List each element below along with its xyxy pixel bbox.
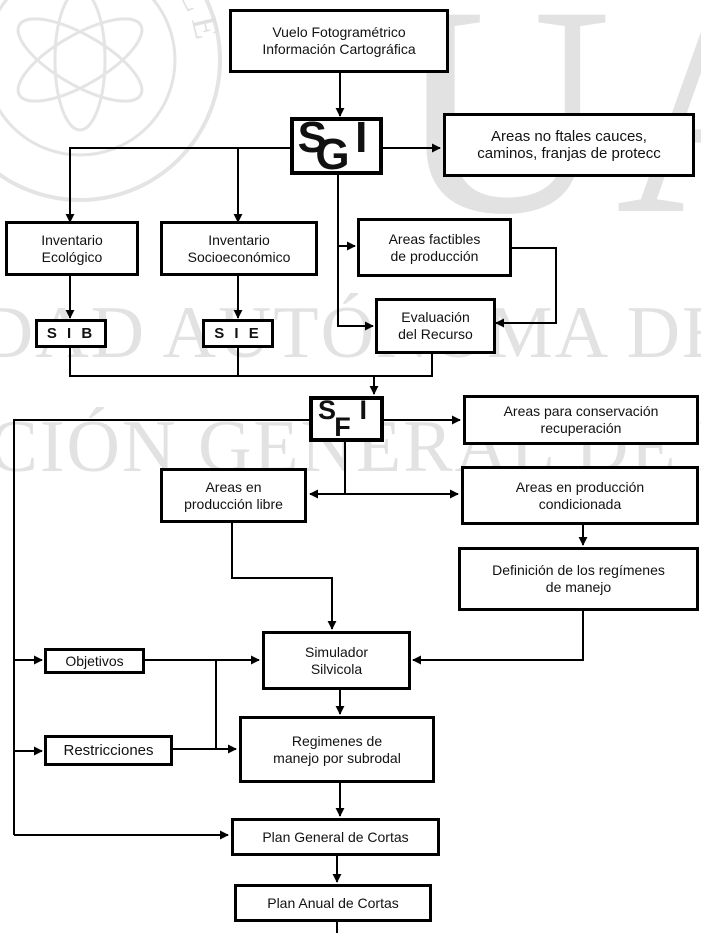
node-sib: S I B [35, 319, 107, 348]
node-areas-produccion-condicionada: Areas en producción condicionada [461, 466, 699, 525]
university-seal-watermark: TONOLEÓN [0, 0, 223, 202]
node-definicion-regimenes: Definición de los regímenes de manejo [458, 547, 699, 611]
node-areas-conservacion: Areas para conservación recuperación [463, 395, 699, 445]
node-areas-no-ftales: Areas no ftales cauces, caminos, franjas… [443, 113, 695, 177]
node-vuelo-fotogrametrico: Vuelo Fotogramétrico Información Cartogr… [229, 9, 449, 73]
node-inventario-ecologico: Inventario Ecológico [5, 221, 139, 276]
sig-trunk [337, 174, 374, 331]
branch-sig-to-inventarios [65, 147, 292, 223]
arrow-definicion-to-simulador [412, 610, 584, 665]
node-sig: S I G [290, 116, 383, 177]
node-plan-general-cortas: Plan General de Cortas [231, 818, 440, 856]
node-simulador-silvicola: Simulador Silvicola [262, 631, 411, 690]
merge-to-sif [69, 346, 433, 377]
node-sie: S I E [202, 319, 274, 348]
node-evaluacion-recurso: Evaluación del Recurso [375, 298, 496, 354]
node-restricciones: Restricciones [44, 735, 173, 766]
node-regimenes-subrodal: Regimenes de manejo por subrodal [239, 716, 435, 783]
watermark-university-line: SIDAD AUTÓNOMA DE NU [0, 292, 701, 374]
node-sif: S I F [309, 396, 384, 442]
arrow-factibles-to-evaluacion [495, 247, 557, 328]
node-plan-anual-cortas: Plan Anual de Cortas [234, 884, 432, 922]
node-inventario-socioeconomico: Inventario Socioeconómico [160, 221, 318, 276]
node-objetivos: Objetivos [44, 648, 145, 674]
node-areas-factibles: Areas factibles de producción [357, 218, 512, 277]
left-feedback-trunk [13, 419, 311, 835]
arrow-libre-to-simulador [231, 522, 337, 630]
node-areas-produccion-libre: Areas en producción libre [160, 468, 307, 523]
